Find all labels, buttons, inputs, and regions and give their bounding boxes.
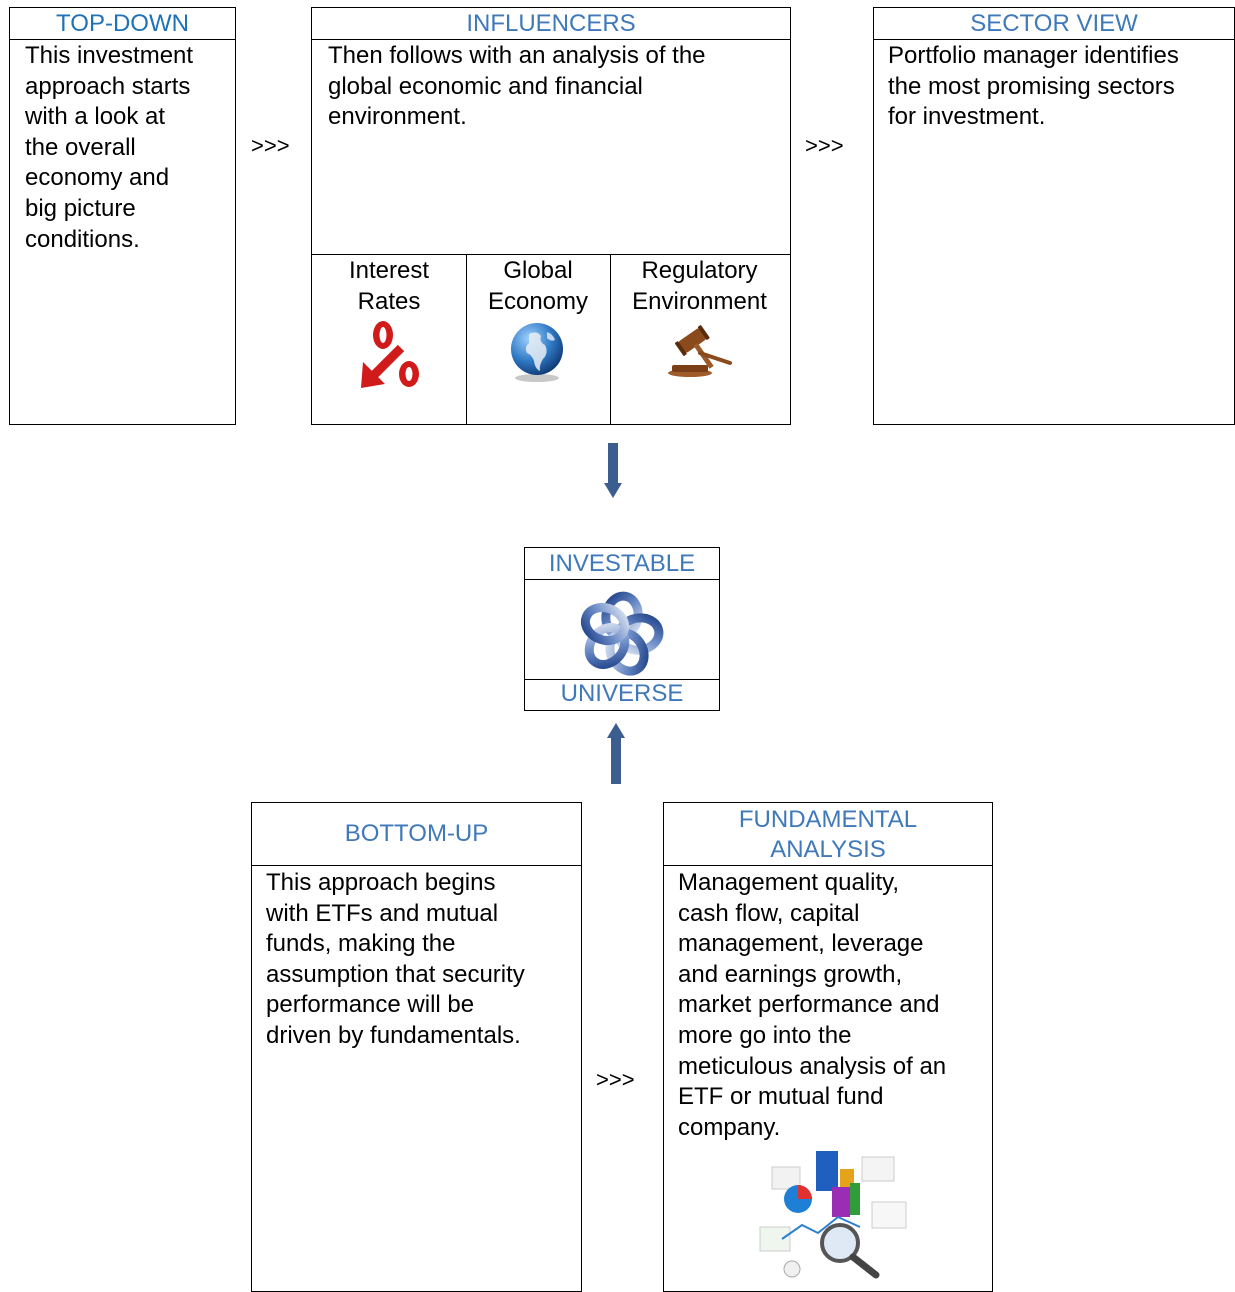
universe-title: UNIVERSE xyxy=(560,680,684,707)
sector-view-title: SECTOR VIEW xyxy=(970,10,1138,37)
investable-divider-bottom xyxy=(525,679,719,680)
investable-divider-top xyxy=(525,579,719,580)
fundamental-divider xyxy=(664,865,992,866)
factor-interest-rates-label: Interest Rates xyxy=(348,257,430,315)
percent-down-icon xyxy=(361,321,419,388)
bottom-up-title: BOTTOM-UP xyxy=(344,820,489,847)
top-down-box: TOP-DOWN This investment approach starts… xyxy=(9,7,236,425)
interlocked-rings-icon xyxy=(580,591,664,676)
arrow-down-icon xyxy=(604,443,622,498)
separator-top-right: >>> xyxy=(805,133,844,158)
arrow-up-icon xyxy=(607,723,625,784)
sector-view-text: Portfolio manager identifies the most pr… xyxy=(888,42,1179,131)
factor-divider-1 xyxy=(466,254,467,424)
bottom-up-divider xyxy=(252,865,581,866)
fundamental-title: FUNDAMENTAL ANALYSIS xyxy=(738,806,918,863)
factor-divider-2 xyxy=(610,254,611,424)
bottom-up-box: BOTTOM-UP This approach begins with ETFs… xyxy=(251,802,582,1292)
investable-universe-box: INVESTABLE UNIVERSE xyxy=(524,547,720,711)
factor-regulatory-label: Regulatory Environment xyxy=(632,257,767,315)
influencers-divider xyxy=(312,39,790,40)
influencers-box: INFLUENCERS Then follows with an analysi… xyxy=(311,7,791,425)
bottom-up-text: This approach begins with ETFs and mutua… xyxy=(266,869,525,1049)
influencers-factors-divider xyxy=(312,254,790,255)
fundamental-text: Management quality, cash flow, capital m… xyxy=(678,869,947,1141)
sector-view-divider xyxy=(874,39,1234,40)
separator-top-left: >>> xyxy=(251,133,290,158)
fundamental-analysis-box: FUNDAMENTAL ANALYSIS Management quality,… xyxy=(663,802,993,1292)
gavel-icon xyxy=(668,325,732,377)
top-down-divider xyxy=(10,39,235,40)
influencers-text: Then follows with an analysis of the glo… xyxy=(328,42,706,131)
influencers-title: INFLUENCERS xyxy=(466,10,636,37)
top-down-text: This investment approach starts with a l… xyxy=(25,42,194,253)
top-down-title: TOP-DOWN xyxy=(56,10,189,37)
separator-bottom: >>> xyxy=(596,1067,635,1092)
analytics-charts-icon xyxy=(759,1151,907,1279)
investable-title: INVESTABLE xyxy=(548,550,696,577)
factor-global-economy-label: Global Economy xyxy=(487,257,589,315)
globe-icon xyxy=(511,323,563,382)
sector-view-box: SECTOR VIEW Portfolio manager identifies… xyxy=(873,7,1235,425)
